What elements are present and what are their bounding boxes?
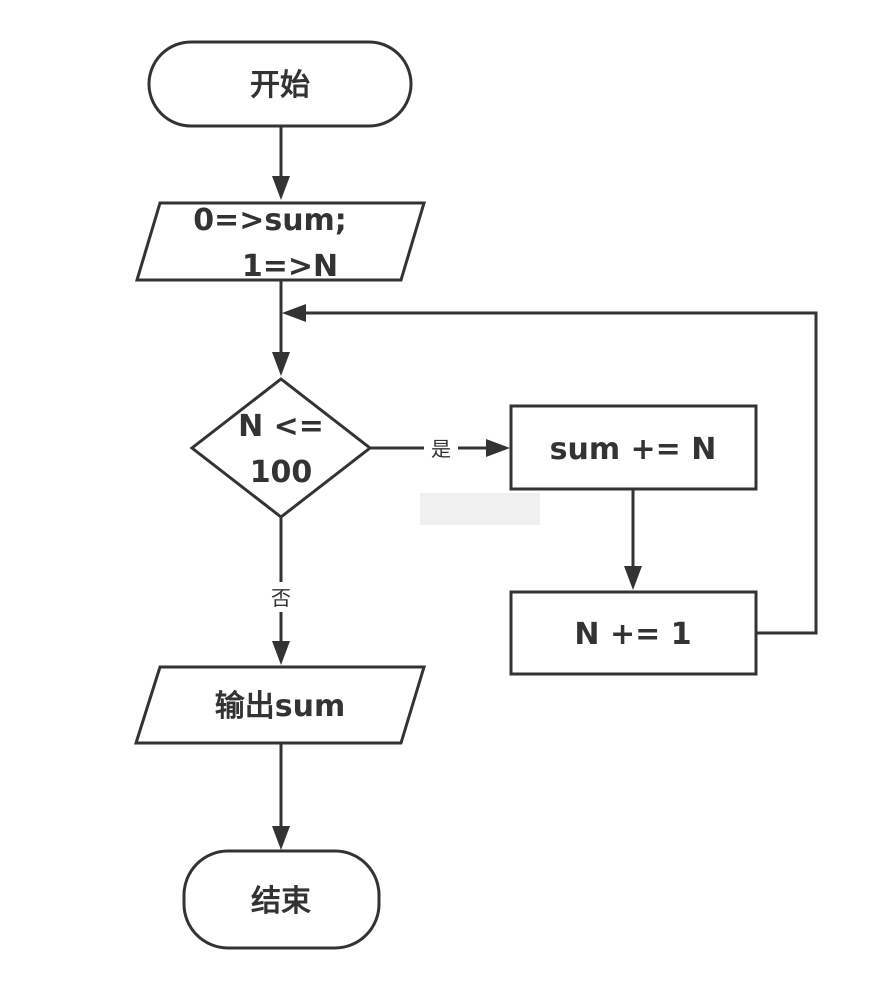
increment-label: N += 1 [574,617,691,652]
condition-diamond-shape [189,377,373,519]
arrow-down-icon [272,176,290,200]
edge-init-to-condition [272,280,290,376]
edge-increment-to-condition [282,304,818,635]
arrow-right-icon [486,439,510,457]
output-parallelogram-shape [133,665,427,745]
blurred-watermark [420,493,540,525]
no-label: 否 [271,586,291,610]
loop-back-connector [300,311,818,635]
node-init: 0=>sum; 1=>N [134,201,427,284]
arrow-left-icon [282,304,306,322]
yes-label-background [424,434,458,462]
end-terminator-shape [182,849,381,950]
condition-label-line-2: 100 [250,455,313,490]
edge-condition-to-accumulate: 是 [370,434,510,462]
accumulate-label: sum += N [550,432,717,467]
increment-process-shape [509,590,758,676]
init-label-line-2: 1=>N [242,249,338,284]
init-parallelogram-shape [134,201,427,282]
edge-accumulate-to-increment [624,489,642,590]
edge-output-to-end [272,743,290,850]
start-label: 开始 [250,68,310,103]
condition-label-line-1: N <= [238,409,324,444]
end-label: 结束 [251,884,311,919]
init-label-line-1: 0=>sum; [193,203,347,238]
node-start: 开始 [147,40,413,128]
no-label-background [266,582,296,612]
output-label: 输出sum [215,689,345,724]
edge-condition-to-output: 否 [266,517,296,665]
node-end: 结束 [182,849,381,950]
accumulate-process-shape [509,404,758,491]
yes-label: 是 [431,437,451,461]
arrow-down-icon [272,352,290,376]
node-condition: N <= 100 [189,377,373,519]
arrow-down-icon [272,641,290,665]
node-increment: N += 1 [509,590,758,676]
arrow-down-icon [624,566,642,590]
edge-start-to-init [272,126,290,200]
node-output: 输出sum [133,665,427,745]
node-accumulate: sum += N [509,404,758,491]
arrow-down-icon [272,826,290,850]
